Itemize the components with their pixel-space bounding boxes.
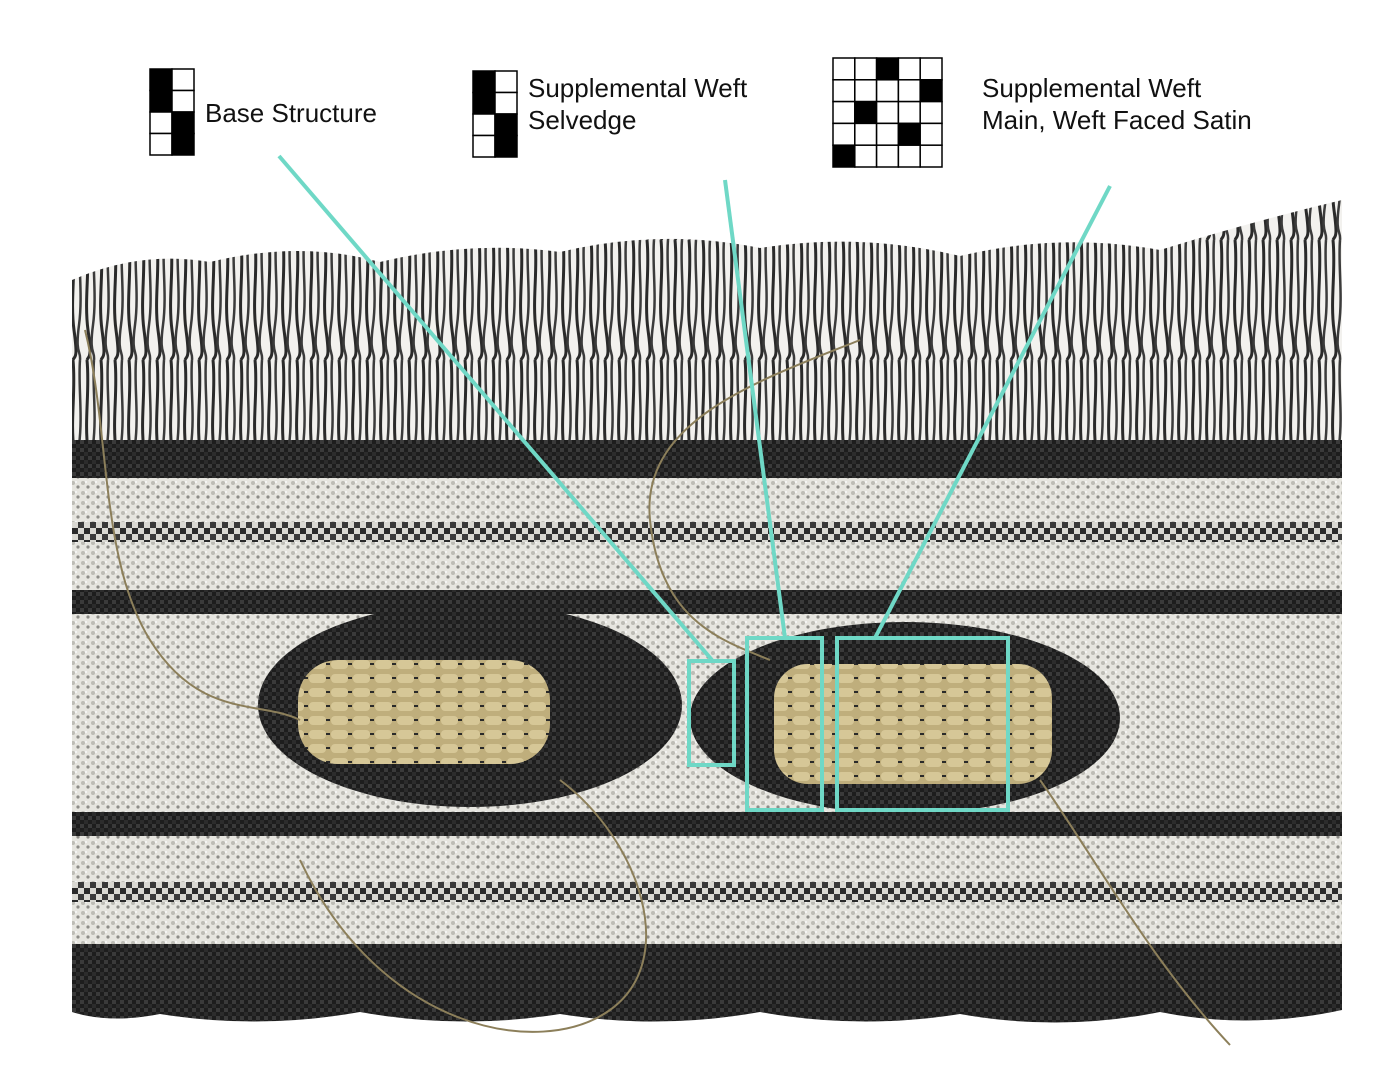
upper-dark-band bbox=[72, 590, 1342, 616]
draft-cell-empty bbox=[919, 122, 943, 146]
selvedge-box bbox=[745, 636, 824, 812]
draft-cell-empty bbox=[149, 111, 173, 135]
draft-cell-filled bbox=[494, 113, 518, 137]
draft-cell-empty bbox=[854, 144, 878, 168]
draft-cell-empty bbox=[897, 57, 921, 81]
selvedge-leader-line bbox=[723, 179, 787, 639]
label-line: Base Structure bbox=[205, 98, 377, 128]
draft-cell-filled bbox=[149, 68, 173, 92]
draft-cell-empty bbox=[854, 57, 878, 81]
draft-cell-empty bbox=[875, 122, 900, 146]
draft-cell-filled bbox=[854, 100, 878, 125]
draft-cell-empty bbox=[919, 144, 943, 168]
lower-white-band-2 bbox=[72, 902, 1342, 946]
draft-cell-filled bbox=[149, 89, 173, 113]
lower-dark-band bbox=[72, 812, 1342, 838]
draft-cell-filled bbox=[875, 57, 900, 81]
satin-label: Supplemental Weft Main, Weft Faced Satin bbox=[982, 72, 1252, 136]
label-line: Supplemental Weft bbox=[982, 73, 1202, 103]
draft-cell-empty bbox=[897, 79, 921, 103]
draft-cell-filled bbox=[494, 134, 518, 158]
loose-thread bbox=[1039, 779, 1231, 1046]
draft-cell-empty bbox=[919, 57, 943, 81]
draft-cell-empty bbox=[875, 79, 900, 103]
draft-cell-filled bbox=[832, 144, 856, 168]
draft-cell-empty bbox=[832, 79, 856, 103]
label-line: Selvedge bbox=[528, 105, 637, 135]
draft-cell-empty bbox=[832, 57, 856, 81]
draft-cell-empty bbox=[494, 70, 518, 94]
draft-cell-filled bbox=[472, 70, 496, 94]
draft-cell-filled bbox=[171, 111, 195, 135]
base-structure-label: Base Structure bbox=[205, 97, 377, 129]
upper-check-band-1 bbox=[72, 522, 1342, 544]
draft-cell-empty bbox=[149, 132, 173, 156]
label-line: Supplemental Weft bbox=[528, 73, 748, 103]
draft-cell-empty bbox=[875, 144, 900, 168]
label-line: Main, Weft Faced Satin bbox=[982, 105, 1252, 135]
bottom-heading-band bbox=[72, 944, 1342, 1023]
base-structure-leader-line bbox=[277, 154, 714, 662]
draft-cell-filled bbox=[897, 122, 921, 146]
left-supplemental-weft bbox=[298, 660, 550, 764]
draft-cell-empty bbox=[897, 100, 921, 125]
draft-cell-empty bbox=[875, 100, 900, 125]
loose-thread bbox=[648, 339, 861, 661]
draft-cell-empty bbox=[472, 134, 496, 158]
upper-heading-band bbox=[72, 440, 1342, 480]
fabric-sample bbox=[72, 200, 1342, 1046]
draft-cell-empty bbox=[472, 113, 496, 137]
lower-white-band-1 bbox=[72, 836, 1342, 884]
draft-cell-filled bbox=[171, 132, 195, 156]
callout-lines bbox=[277, 154, 1112, 812]
draft-cell-empty bbox=[832, 122, 856, 146]
right-supplemental-weft bbox=[774, 664, 1052, 784]
loose-thread bbox=[84, 329, 301, 721]
draft-cell-empty bbox=[854, 79, 878, 103]
draft-cell-empty bbox=[494, 91, 518, 115]
draft-cell-empty bbox=[919, 100, 943, 125]
base-structure-box bbox=[687, 659, 736, 767]
draft-cell-filled bbox=[919, 79, 943, 103]
satin-leader-line bbox=[873, 185, 1112, 639]
draft-cell-empty bbox=[171, 89, 195, 113]
draft-cell-empty bbox=[832, 100, 856, 125]
draft-cell-empty bbox=[171, 68, 195, 92]
upper-white-band-1 bbox=[72, 478, 1342, 524]
draft-cell-empty bbox=[897, 144, 921, 168]
satin-box bbox=[835, 636, 1010, 812]
draft-cell-empty bbox=[854, 122, 878, 146]
draft-cell-filled bbox=[472, 91, 496, 115]
top-fringe bbox=[72, 200, 1342, 460]
lower-check-band bbox=[72, 882, 1342, 904]
base-structure-draft-grid bbox=[149, 68, 195, 156]
satin-draft-grid bbox=[832, 57, 943, 168]
loose-thread bbox=[299, 779, 647, 1033]
selvedge-label: Supplemental Weft Selvedge bbox=[528, 72, 747, 136]
upper-white-band-2 bbox=[72, 542, 1342, 592]
selvedge-draft-grid bbox=[472, 70, 518, 158]
